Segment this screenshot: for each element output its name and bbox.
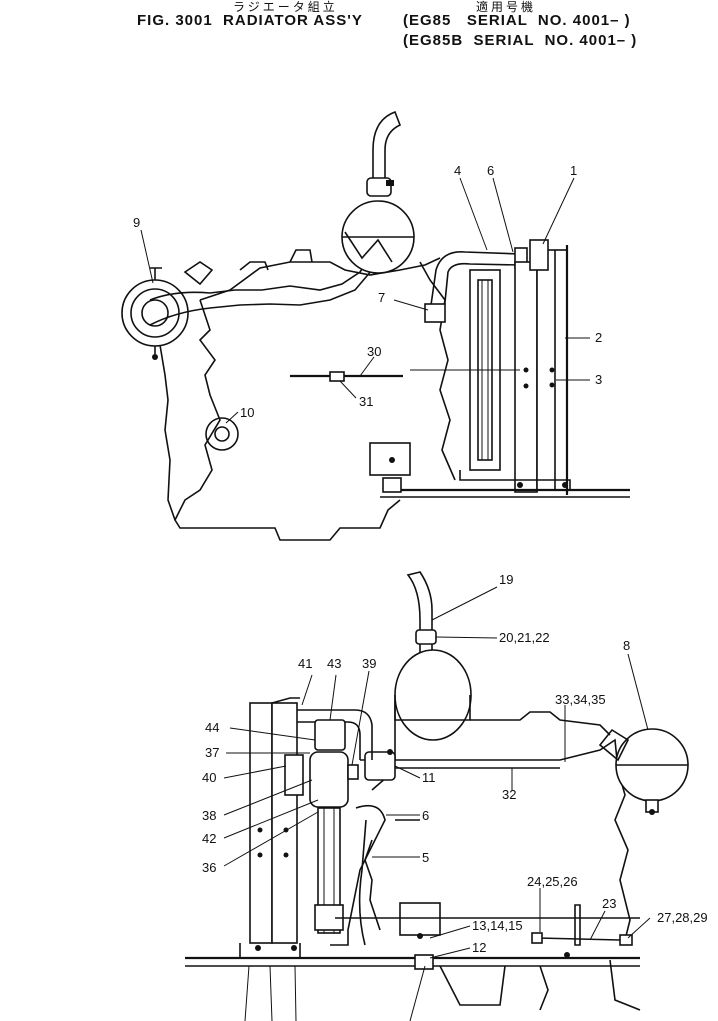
callout-31: 31	[359, 394, 373, 409]
callout-33-34-35: 33,34,35	[555, 692, 606, 707]
figure-header: ラジエータ組立 適用号機 FIG. 3001 RADIATOR ASS'Y (E…	[0, 0, 718, 60]
callout-36: 36	[202, 860, 216, 875]
callout-27-28-29: 27,28,29	[657, 910, 708, 925]
callout-20-21-22: 20,21,22	[499, 630, 550, 645]
radiator-side-tank	[271, 702, 298, 944]
air-cleaner-body	[121, 279, 189, 347]
callout-12: 12	[472, 940, 486, 955]
callout-30: 30	[367, 344, 381, 359]
callout-11: 11	[422, 770, 436, 785]
filter	[364, 751, 396, 781]
callout-9: 9	[133, 215, 140, 230]
model-serial-line-1: (EG85 SERIAL NO. 4001– )	[403, 12, 631, 29]
japanese-title: ラジエータ組立	[233, 0, 338, 14]
callout-1: 1	[570, 163, 577, 178]
callout-4: 4	[454, 163, 461, 178]
radiator-upper-pipe	[297, 709, 373, 760]
callout-43: 43	[327, 656, 341, 671]
callout-13-14-15: 13,14,15	[472, 918, 523, 933]
callout-8: 8	[623, 638, 630, 653]
callout-44: 44	[205, 720, 219, 735]
callout-40: 40	[202, 770, 216, 785]
callout-38: 38	[202, 808, 216, 823]
bottom-bracket	[399, 902, 441, 936]
lower-hose	[330, 804, 386, 946]
model-serial-line-2: (EG85B SERIAL NO. 4001– )	[403, 32, 638, 49]
callout-37: 37	[205, 745, 219, 760]
callout-labels: 1 2 3 4 5 6 6 7 8 9 10 11 12 13,14,15 19…	[133, 163, 708, 955]
callout-24-25-26: 24,25,26	[527, 874, 578, 889]
drain-pipe-23	[574, 904, 581, 946]
exhaust-stack	[406, 571, 433, 710]
callout-42: 42	[202, 831, 216, 846]
engine-block-outline	[174, 299, 401, 541]
upper-hose	[429, 251, 521, 313]
muffler-side	[394, 649, 472, 741]
callout-6-bottom: 6	[422, 808, 429, 823]
callout-3: 3	[595, 372, 602, 387]
top-view	[121, 110, 630, 541]
reserve-tank-cap	[314, 719, 346, 751]
japanese-applicable-models: 適用号機	[476, 0, 537, 14]
callout-23: 23	[602, 896, 616, 911]
callout-41: 41	[298, 656, 312, 671]
fan-pulley	[205, 417, 239, 451]
figure-title: FIG. 3001 RADIATOR ASS'Y	[137, 12, 363, 29]
radiator-core	[514, 261, 538, 493]
sight-gauge	[284, 754, 304, 796]
callout-10: 10	[240, 405, 254, 420]
callout-32: 32	[502, 787, 516, 802]
air-cleaner-hose	[149, 254, 373, 301]
bottom-view	[185, 571, 689, 1021]
reserve-tank	[309, 751, 349, 808]
callout-7: 7	[378, 290, 385, 305]
callout-6-top: 6	[487, 163, 494, 178]
radiator-cap	[529, 239, 549, 271]
callout-2: 2	[595, 330, 602, 345]
callout-5: 5	[422, 850, 429, 865]
callout-39: 39	[362, 656, 376, 671]
callout-19: 19	[499, 572, 513, 587]
top-view-leaders	[140, 177, 590, 424]
bottom-view-leaders	[223, 586, 651, 959]
exhaust-pipe	[372, 110, 402, 178]
